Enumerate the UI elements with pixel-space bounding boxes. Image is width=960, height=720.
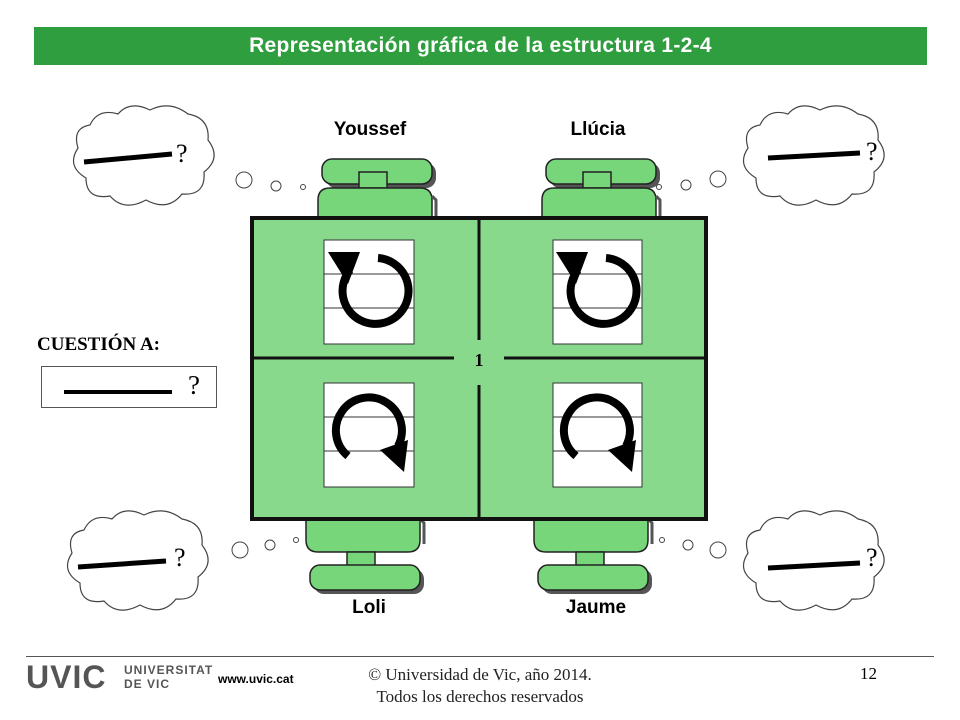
thought-mark-top-left: ? <box>176 139 188 168</box>
thought-cloud-top-left <box>72 105 306 206</box>
copyright-line-1: © Universidad de Vic, año 2014. <box>368 665 592 684</box>
logo-text: UVIC <box>26 659 107 695</box>
cuestion-answer-box: ? <box>41 366 217 408</box>
paper-bottom-right <box>552 382 643 488</box>
thought-cloud-bottom-left <box>66 510 299 611</box>
chair-top-right <box>541 158 662 219</box>
uvic-logo: UVIC UNIVERSITAT DE VIC <box>26 659 213 695</box>
logo-sub-line-1: UNIVERSITAT <box>124 663 214 677</box>
thought-mark-bottom-left: ? <box>174 543 186 572</box>
thought-cloud-top-right <box>656 105 885 206</box>
paper-top-left <box>323 239 415 345</box>
person-bottom-left: Loli <box>352 597 386 618</box>
thought-mark-bottom-right: ? <box>866 543 878 572</box>
footer-url[interactable]: www.uvic.cat <box>218 672 294 686</box>
cuestion-mark: ? <box>188 370 200 400</box>
footer-divider <box>26 656 934 657</box>
thought-mark-top-right: ? <box>866 137 878 166</box>
table-center-label: 1 <box>475 350 484 370</box>
chair-top-left <box>317 158 438 219</box>
logo-subtitle: UNIVERSITAT DE VIC <box>124 663 213 691</box>
blank-line <box>64 390 172 394</box>
person-bottom-right: Jaume <box>565 597 627 618</box>
slide-title: Representación gráfica de la estructura … <box>34 27 927 65</box>
copyright: © Universidad de Vic, año 2014. Todos lo… <box>330 664 630 708</box>
person-top-right: Llúcia <box>570 119 626 140</box>
cuestion-label: CUESTIÓN A: <box>37 334 160 355</box>
chair-bottom-right <box>533 517 654 594</box>
copyright-line-2: Todos los derechos reservados <box>376 687 584 706</box>
paper-top-right <box>552 239 643 345</box>
thought-cloud-bottom-right <box>659 510 885 611</box>
paper-bottom-left <box>323 382 415 488</box>
chair-bottom-left <box>305 517 426 594</box>
page-number: 12 <box>860 664 877 683</box>
person-top-left: Youssef <box>333 119 407 140</box>
logo-sub-line-2: DE VIC <box>124 677 171 691</box>
